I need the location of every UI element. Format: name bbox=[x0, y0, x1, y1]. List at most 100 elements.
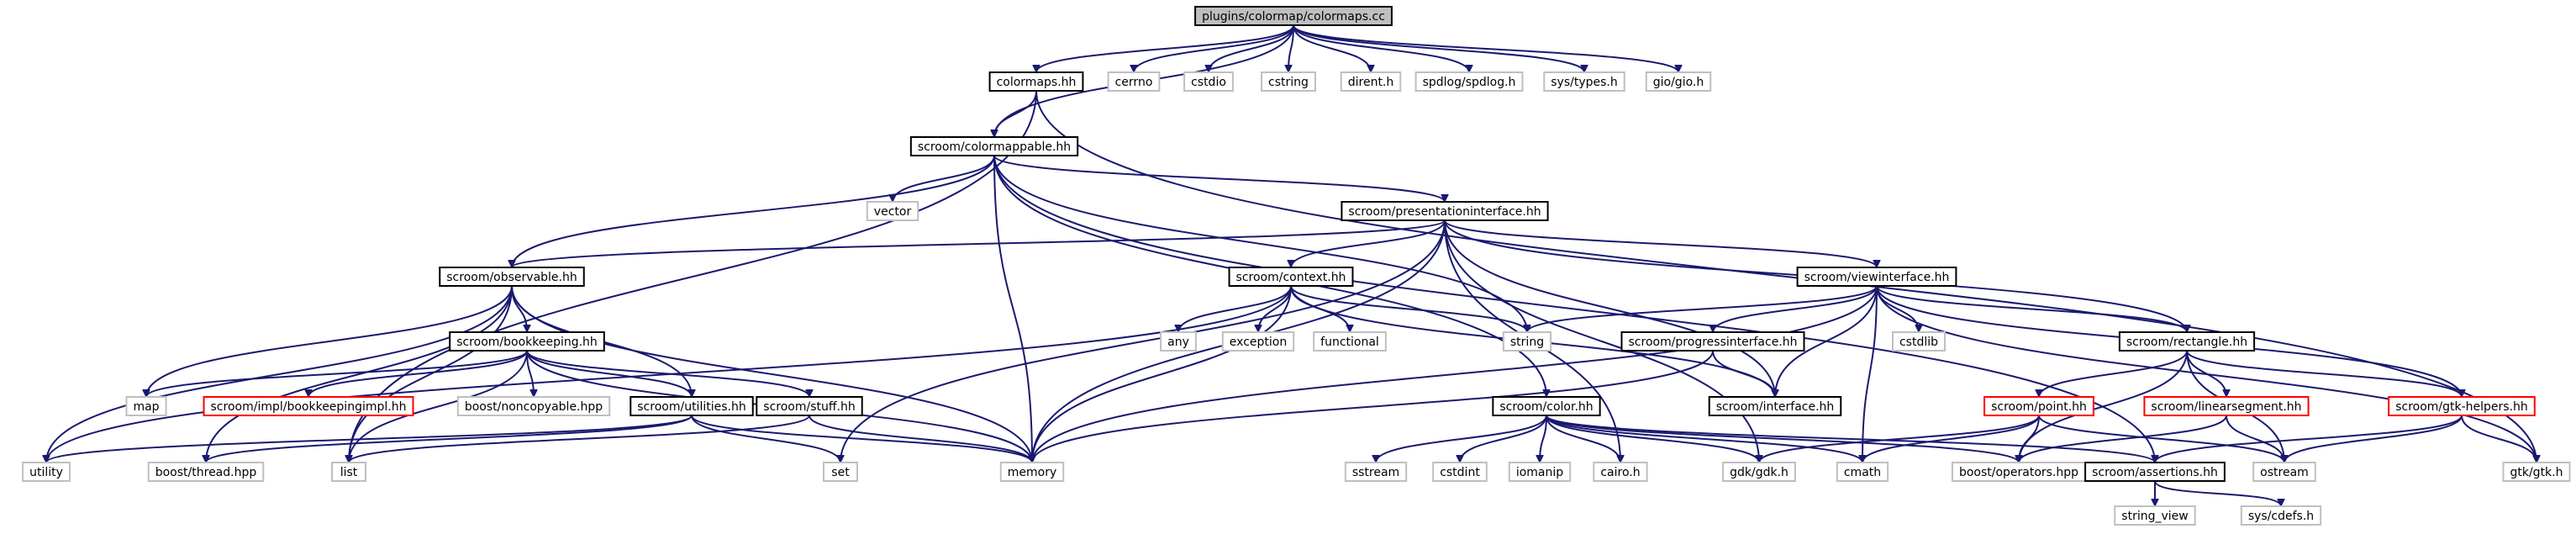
node-color-hh[interactable]: scroom/color.hh bbox=[1492, 396, 1601, 416]
node-colormaps-cc[interactable]: plugins/colormap/colormaps.cc bbox=[1194, 6, 1393, 26]
edge-point-to-ostream bbox=[2038, 415, 2284, 463]
node-exception[interactable]: exception bbox=[1221, 331, 1295, 352]
node-cerrno[interactable]: cerrno bbox=[1107, 71, 1161, 92]
node-viewinterface-hh-box bbox=[1796, 267, 1957, 287]
node-dirent-h[interactable]: dirent.h bbox=[1340, 71, 1402, 92]
node-progressinterface-hh[interactable]: scroom/progressinterface.hh bbox=[1620, 331, 1805, 352]
node-boost-operators-hpp[interactable]: boost/operators.hpp bbox=[1951, 462, 2087, 482]
node-rectangle-hh[interactable]: scroom/rectangle.hh bbox=[2118, 331, 2256, 352]
node-gdk-h[interactable]: gdk/gdk.h bbox=[1722, 462, 1796, 482]
node-boost-noncopyable-hpp-label: boost/noncopyable.hpp bbox=[465, 400, 603, 414]
node-map-box bbox=[125, 396, 167, 416]
node-colormappable-hh-box bbox=[909, 136, 1079, 156]
node-utility-box bbox=[22, 462, 71, 482]
node-map[interactable]: map bbox=[125, 396, 167, 416]
node-bookkeepingimpl-hh[interactable]: scroom/impl/bookkeepingimpl.hh bbox=[203, 396, 414, 416]
node-interface-hh[interactable]: scroom/interface.hh bbox=[1708, 396, 1842, 416]
node-stuff-hh[interactable]: scroom/stuff.hh bbox=[756, 396, 863, 416]
node-sys-cdefs-h-label: sys/cdefs.h bbox=[2248, 510, 2314, 523]
node-observable-hh-label: scroom/observable.hh bbox=[446, 271, 577, 284]
edge-observable-to-list bbox=[349, 285, 513, 463]
node-bookkeeping-hh-label: scroom/bookkeeping.hh bbox=[456, 336, 598, 349]
node-boost-operators-hpp-label: boost/operators.hpp bbox=[1959, 466, 2078, 479]
node-cstdlib[interactable]: cstdlib bbox=[1891, 331, 1946, 352]
node-point-hh-label: scroom/point.hh bbox=[1991, 400, 2087, 414]
node-cairo-h[interactable]: cairo.h bbox=[1593, 462, 1648, 482]
edge-context-to-memory bbox=[1032, 285, 1292, 463]
node-cmath[interactable]: cmath bbox=[1836, 462, 1889, 482]
node-viewinterface-hh[interactable]: scroom/viewinterface.hh bbox=[1796, 267, 1957, 287]
node-gdk-h-label: gdk/gdk.h bbox=[1730, 466, 1788, 479]
node-memory[interactable]: memory bbox=[999, 462, 1065, 482]
node-assertions-hh-box bbox=[2084, 462, 2226, 482]
node-presentationinterface-hh[interactable]: scroom/presentationinterface.hh bbox=[1341, 201, 1549, 221]
node-gtk-h[interactable]: gtk/gtk.h bbox=[2502, 462, 2571, 482]
node-spdlog-h[interactable]: spdlog/spdlog.h bbox=[1414, 71, 1524, 92]
node-sys-types-h[interactable]: sys/types.h bbox=[1543, 71, 1625, 92]
node-colormaps-cc-box bbox=[1194, 6, 1393, 26]
node-gio-h[interactable]: gio/gio.h bbox=[1645, 71, 1712, 92]
node-colormaps-cc-label: plugins/colormap/colormaps.cc bbox=[1202, 10, 1385, 24]
node-cstdint[interactable]: cstdint bbox=[1432, 462, 1488, 482]
edge-presentation-to-interface bbox=[1444, 219, 1775, 397]
node-iomanip[interactable]: iomanip bbox=[1508, 462, 1572, 482]
edge-observable-to-memory bbox=[511, 285, 1032, 463]
node-bookkeepingimpl-hh-label: scroom/impl/bookkeepingimpl.hh bbox=[211, 400, 407, 414]
node-list[interactable]: list bbox=[331, 462, 366, 482]
node-sys-cdefs-h[interactable]: sys/cdefs.h bbox=[2240, 505, 2322, 526]
node-colormaps-hh-label: colormaps.hh bbox=[997, 76, 1077, 89]
node-assertions-hh[interactable]: scroom/assertions.hh bbox=[2084, 462, 2226, 482]
edge-progress-to-interface bbox=[1712, 350, 1775, 398]
edge-viewinterface-to-interface bbox=[1775, 285, 1878, 397]
node-cstdint-box bbox=[1432, 462, 1488, 482]
node-interface-hh-box bbox=[1708, 396, 1842, 416]
node-functional[interactable]: functional bbox=[1313, 331, 1387, 352]
node-presentationinterface-hh-label: scroom/presentationinterface.hh bbox=[1348, 205, 1541, 219]
node-bookkeeping-hh[interactable]: scroom/bookkeeping.hh bbox=[449, 331, 605, 352]
node-cstdio[interactable]: cstdio bbox=[1183, 71, 1234, 92]
node-string[interactable]: string bbox=[1502, 331, 1552, 352]
node-functional-label: functional bbox=[1320, 336, 1379, 349]
node-utility[interactable]: utility bbox=[22, 462, 71, 482]
node-point-hh-box bbox=[1983, 396, 2094, 416]
node-linearsegment-hh[interactable]: scroom/linearsegment.hh bbox=[2143, 396, 2310, 416]
node-cerrno-box bbox=[1107, 71, 1161, 92]
edge-viewinterface-to-string bbox=[1527, 285, 1878, 333]
node-color-hh-label: scroom/color.hh bbox=[1499, 400, 1593, 414]
node-progressinterface-hh-label: scroom/progressinterface.hh bbox=[1629, 336, 1798, 349]
node-sstream[interactable]: sstream bbox=[1344, 462, 1408, 482]
node-colormappable-hh[interactable]: scroom/colormappable.hh bbox=[909, 136, 1079, 156]
node-sys-cdefs-h-box bbox=[2240, 505, 2322, 526]
node-ostream[interactable]: ostream bbox=[2252, 462, 2316, 482]
node-linearsegment-hh-box bbox=[2143, 396, 2310, 416]
node-any-label: any bbox=[1167, 336, 1189, 349]
node-cstdlib-box bbox=[1891, 331, 1946, 352]
node-gtk-helpers-hh[interactable]: scroom/gtk-helpers.hh bbox=[2388, 396, 2536, 416]
node-context-hh[interactable]: scroom/context.hh bbox=[1228, 267, 1354, 287]
node-string-box bbox=[1502, 331, 1552, 352]
node-map-label: map bbox=[133, 400, 159, 414]
edge-color-to-cmath bbox=[1546, 415, 1862, 463]
node-boost-thread-hpp[interactable]: boost/thread.hpp bbox=[147, 462, 265, 482]
edge-color-to-cstdint bbox=[1460, 415, 1547, 463]
edge-gtkhelpers-to-gtk bbox=[2461, 415, 2536, 463]
node-dirent-h-box bbox=[1340, 71, 1402, 92]
node-vector[interactable]: vector bbox=[866, 201, 919, 221]
node-stuff-hh-box bbox=[756, 396, 863, 416]
edge-bookkeeping-to-utilities bbox=[526, 350, 692, 398]
node-point-hh[interactable]: scroom/point.hh bbox=[1983, 396, 2094, 416]
edge-colormappable-to-observable bbox=[512, 155, 995, 268]
node-progressinterface-hh-box bbox=[1620, 331, 1805, 352]
node-cstring[interactable]: cstring bbox=[1261, 71, 1316, 92]
node-any[interactable]: any bbox=[1160, 331, 1197, 352]
node-list-box bbox=[331, 462, 366, 482]
node-boost-noncopyable-hpp[interactable]: boost/noncopyable.hpp bbox=[456, 396, 611, 416]
node-string-view[interactable]: string_view bbox=[2114, 505, 2196, 526]
node-observable-hh[interactable]: scroom/observable.hh bbox=[439, 267, 585, 287]
node-ostream-label: ostream bbox=[2260, 466, 2309, 479]
node-cstdio-box bbox=[1183, 71, 1234, 92]
node-colormaps-hh[interactable]: colormaps.hh bbox=[988, 71, 1084, 92]
node-set[interactable]: set bbox=[823, 462, 858, 482]
node-dirent-h-label: dirent.h bbox=[1348, 76, 1394, 89]
node-utilities-hh[interactable]: scroom/utilities.hh bbox=[630, 396, 754, 416]
